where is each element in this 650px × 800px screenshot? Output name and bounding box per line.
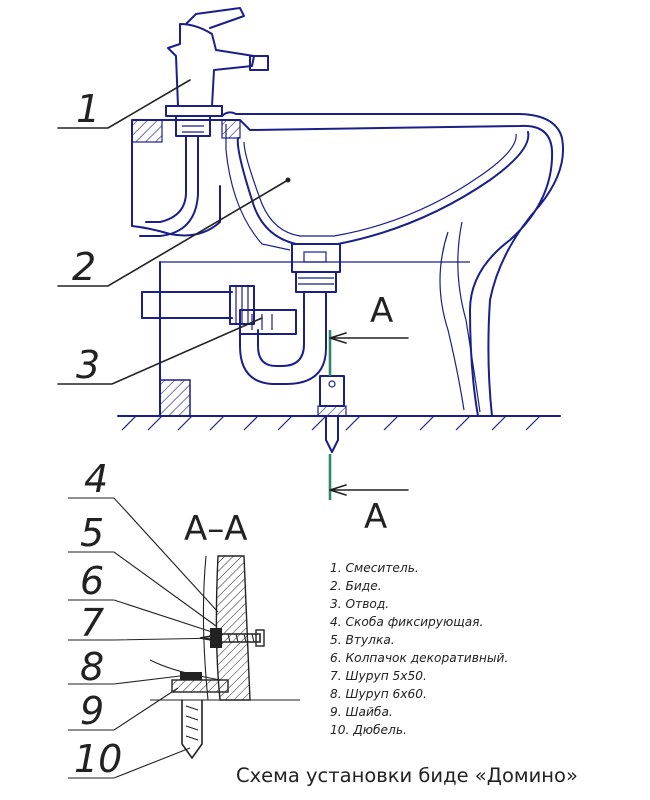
- wall-block: [159, 379, 191, 417]
- callout-1: 1: [76, 87, 100, 131]
- callout-5: 5: [80, 511, 104, 555]
- callout-3: 3: [76, 343, 100, 387]
- callout-10: 10: [74, 737, 122, 781]
- legend-item-8: 8. Шуруп 6х60.: [330, 687, 427, 701]
- floor-hatching: [121, 415, 541, 431]
- legend-item-3: 3. Отвод.: [330, 597, 389, 611]
- pedestal-inner-2: [457, 221, 481, 413]
- left-shell-wall: [225, 124, 291, 251]
- top-callout-leaders: [57, 79, 289, 385]
- legend-item-9: 9. Шайба.: [330, 705, 393, 719]
- mixer-faucet: [139, 7, 269, 237]
- legend-item-6: 6. Колпачок декоративный.: [330, 651, 508, 665]
- diagram-caption: Схема установки биде «Домино»: [236, 764, 578, 787]
- legend-item-5: 5. Втулка.: [330, 633, 395, 647]
- bidet-bowl-outer: [131, 111, 564, 417]
- rim-section: [131, 119, 163, 143]
- callout-8: 8: [80, 645, 104, 689]
- callout-4: 4: [84, 457, 108, 501]
- washer: [171, 679, 229, 693]
- section-a-a: А–А: [149, 509, 300, 760]
- legend-item-10: 10. Дюбель.: [330, 723, 407, 737]
- section-marker-upper: А: [370, 291, 393, 331]
- legend-item-2: 2. Биде.: [330, 579, 382, 593]
- bowl-rim-inner: [243, 133, 517, 237]
- screw-5x50: [199, 633, 261, 643]
- legend-item-1: 1. Смеситель.: [330, 561, 419, 575]
- bidet-bowl-inner: [236, 131, 530, 245]
- ceramic-outer-contour: [202, 555, 209, 701]
- parts-legend: 1. Смеситель. 2. Биде. 3. Отвод. 4. Скоб…: [330, 561, 508, 737]
- pedestal-inner: [439, 231, 465, 411]
- screw-head: [180, 672, 202, 680]
- section-title: А–А: [184, 509, 248, 549]
- callout-2: 2: [72, 245, 96, 289]
- fixing-bracket: [317, 375, 347, 453]
- legend-item-7: 7. Шуруп 5х50.: [330, 669, 427, 683]
- bidet-back: [131, 129, 221, 237]
- supply-hose: [145, 135, 187, 223]
- dowel: [181, 699, 203, 760]
- section-arrow-lower: [329, 484, 409, 496]
- section-arrow-upper: [329, 332, 409, 344]
- callout-9: 9: [80, 689, 104, 733]
- bidet-side-view: А А: [117, 7, 564, 537]
- callout-6: 6: [80, 559, 104, 603]
- bottom-callout-leaders: [68, 497, 223, 779]
- callout-7: 7: [80, 601, 104, 645]
- section-marker-lower: А: [364, 497, 387, 537]
- siphon-drain: [141, 243, 341, 385]
- rim-section-2: [221, 119, 241, 139]
- legend-item-4: 4. Скоба фиксирующая.: [330, 615, 483, 629]
